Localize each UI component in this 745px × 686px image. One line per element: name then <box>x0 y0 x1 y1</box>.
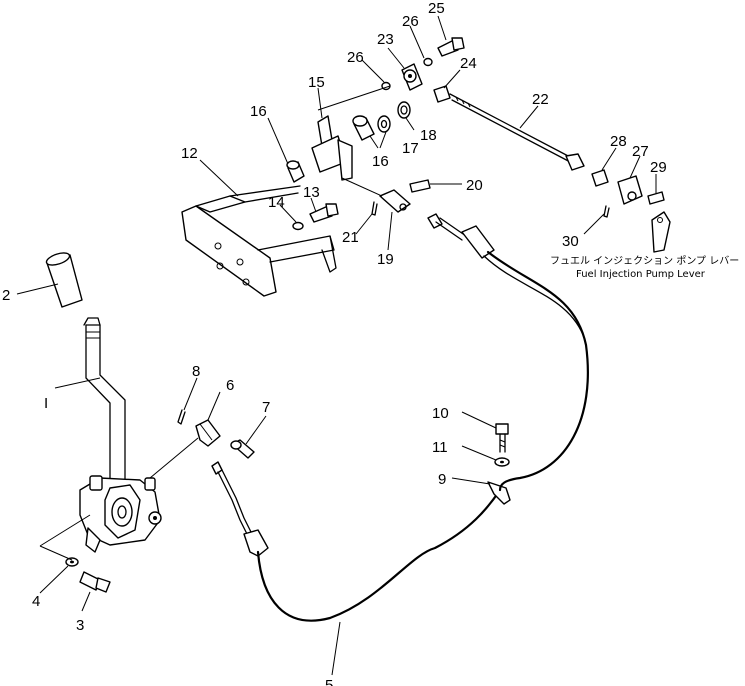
callout-24: 24 <box>460 55 477 72</box>
bracket-plate-12 <box>181 185 337 297</box>
callout-13: 13 <box>303 184 320 201</box>
callout-26-left: 26 <box>347 49 364 66</box>
bushing-16-right <box>352 115 375 141</box>
hand-lever <box>83 317 126 491</box>
callout-labels: I 2 3 4 5 6 7 8 9 10 11 12 13 14 15 16 1… <box>2 0 667 686</box>
lever-knob <box>45 252 83 308</box>
callout-18: 18 <box>420 127 437 144</box>
callout-29: 29 <box>650 159 667 176</box>
callout-20: 20 <box>466 177 483 194</box>
cable-clamp-9 <box>487 481 511 505</box>
callout-19: 19 <box>377 251 394 268</box>
callout-16-right: 16 <box>372 153 389 170</box>
callout-30: 30 <box>562 233 579 250</box>
callout-6: 6 <box>226 377 234 394</box>
callout-26-right: 26 <box>402 13 419 30</box>
callout-15: 15 <box>308 74 325 91</box>
caption-english: Fuel Injection Pump Lever <box>576 269 706 280</box>
callout-10: 10 <box>432 405 449 422</box>
caption-japanese: フュエル インジェクション ポンプ レバー <box>550 255 739 267</box>
pump-lever-caption: フュエル インジェクション ポンプ レバー Fuel Injection Pum… <box>550 255 739 280</box>
callout-7: 7 <box>262 399 270 416</box>
nut-28 <box>591 169 609 187</box>
callout-25: 25 <box>428 0 445 17</box>
upper-cable <box>427 213 589 492</box>
callout-27: 27 <box>632 143 649 160</box>
callout-16-left: 16 <box>250 103 267 120</box>
callout-3: 3 <box>76 617 84 634</box>
washer-17 <box>377 115 391 133</box>
callout-9: 9 <box>438 471 446 488</box>
callout-8: 8 <box>192 363 200 380</box>
lower-cable-5 <box>211 461 502 622</box>
joint-27 <box>617 175 643 205</box>
bushing-16-left <box>286 160 305 183</box>
washer-4 <box>65 557 79 567</box>
washer-18 <box>397 101 411 119</box>
bolt-25 <box>437 37 465 57</box>
callout-14: 14 <box>268 194 285 211</box>
joint-block-19 <box>379 189 411 213</box>
bolt-29 <box>647 191 665 205</box>
leader-lines <box>16 15 657 676</box>
washer-11 <box>494 457 510 467</box>
nut-24 <box>433 85 451 103</box>
pump-lever <box>651 211 671 253</box>
washer-14 <box>292 221 304 231</box>
bolt-3 <box>79 571 111 593</box>
callout-12: 12 <box>181 145 198 162</box>
callout-11: 11 <box>432 439 448 456</box>
washer-26-right <box>423 57 433 67</box>
callout-23: 23 <box>377 31 394 48</box>
cotter-pin-8 <box>177 409 186 425</box>
callout-2: 2 <box>2 287 10 304</box>
callout-4: 4 <box>32 593 40 610</box>
cotter-pin-21 <box>371 201 378 216</box>
callout-21: 21 <box>342 229 359 246</box>
bolt-10 <box>495 423 509 453</box>
ball-joint-23 <box>401 63 423 91</box>
callout-22: 22 <box>532 91 549 108</box>
callout-28: 28 <box>610 133 627 150</box>
joint-block-6 <box>195 419 221 447</box>
callout-17: 17 <box>402 140 419 157</box>
callout-I: I <box>44 395 48 412</box>
bolt-13 <box>309 203 339 223</box>
pin-30 <box>603 205 610 218</box>
pin-7 <box>230 439 255 459</box>
lever-base-bracket <box>79 475 162 553</box>
lever-arm-15 <box>311 115 353 181</box>
bolt-20 <box>409 179 431 193</box>
callout-5: 5 <box>325 677 333 686</box>
rod-22 <box>449 93 585 171</box>
